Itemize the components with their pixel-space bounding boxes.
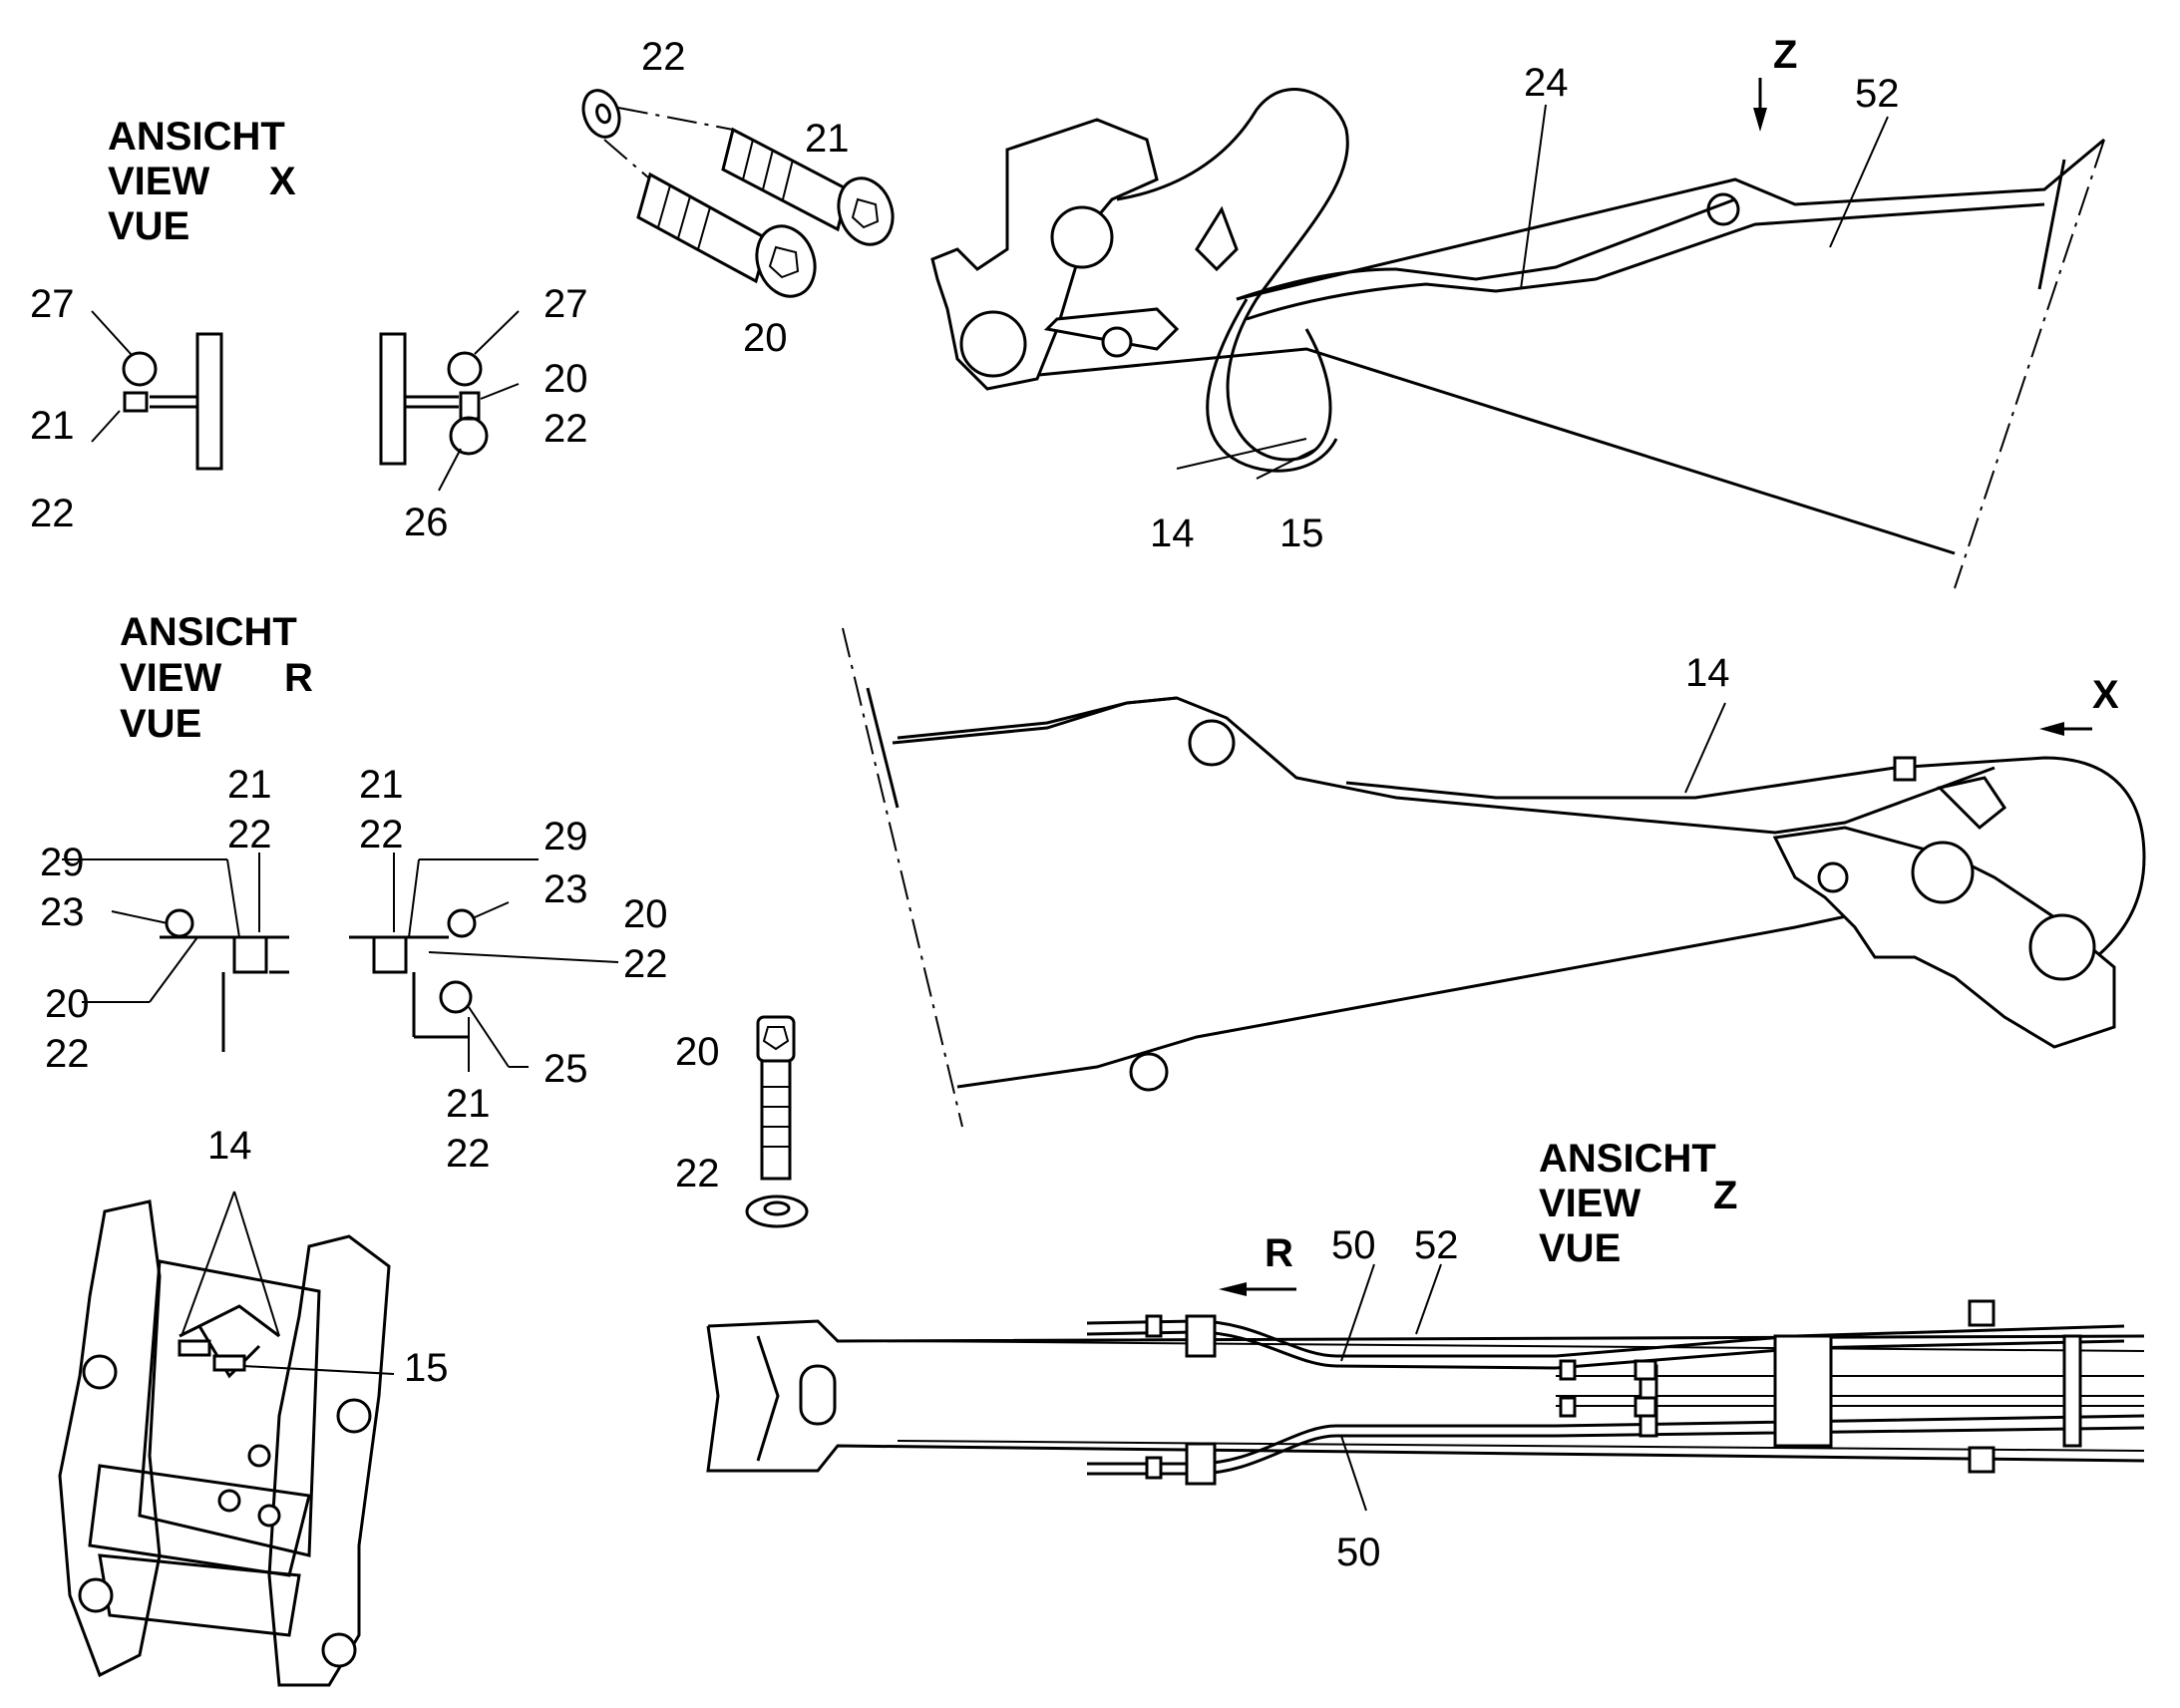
arrow-r: R (1219, 1231, 1296, 1296)
pin-icon (959, 310, 1027, 378)
view-z-line3: VUE (1539, 1226, 1621, 1270)
view-z-callout-50a: 50 (1331, 1223, 1376, 1267)
view-r-callout-22a: 22 (227, 813, 272, 856)
arrow-x: X (2039, 673, 2119, 736)
callout-52-top: 52 (1855, 72, 1900, 116)
pin-icon (1911, 841, 1975, 904)
view-r-callout-25: 25 (544, 1047, 588, 1091)
clamp-icon (439, 980, 473, 1014)
view-r-letter: R (284, 656, 313, 700)
callout-20-top: 20 (743, 316, 788, 360)
boom-middle-view (842, 627, 2146, 1128)
view-r-detail-left (62, 853, 289, 1052)
view-r-header: ANSICHT VIEW R VUE (120, 610, 313, 746)
arrow-z: Z (1753, 33, 1797, 132)
view-z-line1: ANSICHT (1539, 1137, 1716, 1181)
clamp-icon (165, 908, 194, 938)
view-x-callout-20: 20 (544, 357, 588, 401)
washer-and-bolts-top (581, 89, 895, 298)
bolt-callout-22: 22 (675, 1152, 720, 1196)
view-z-callout-52: 52 (1414, 1223, 1459, 1267)
callout-22-top: 22 (641, 35, 686, 79)
clamp-icon-upper (447, 351, 483, 387)
callout-15-top: 15 (1279, 512, 1324, 555)
bolt-callout-20: 20 (675, 1030, 720, 1074)
view-x-line3: VUE (108, 204, 189, 248)
view-r-callout-29a: 29 (40, 841, 85, 884)
view-x-callout-22a: 22 (30, 492, 75, 535)
view-x-callout-22b: 22 (544, 407, 588, 451)
view-r-line1: ANSICHT (120, 610, 297, 654)
view-x-callout-27b: 27 (544, 282, 588, 326)
view-r-callout-22b: 22 (45, 1032, 90, 1076)
callout-15-low: 15 (404, 1346, 449, 1390)
view-z-callout-50b: 50 (1336, 1531, 1381, 1574)
view-x-line2: VIEW (108, 160, 209, 203)
view-r-callout-21a: 21 (227, 763, 272, 807)
arrow-z-label: Z (1773, 33, 1797, 77)
view-x-line1: ANSICHT (108, 115, 285, 159)
view-r-detail-right (349, 853, 619, 1072)
view-x-letter: X (269, 160, 296, 203)
view-z-header: ANSICHT VIEW Z VUE (1539, 1137, 1737, 1270)
arrow-r-label: R (1265, 1231, 1293, 1275)
clamp-icon (447, 908, 477, 938)
callout-14-low: 14 (207, 1124, 252, 1168)
clamp-icon (122, 351, 158, 387)
view-r-callout-23a: 23 (40, 890, 85, 934)
bolt-and-washer (745, 1015, 809, 1228)
coupler-perspective (58, 1191, 395, 1687)
view-r-callout-21c: 21 (446, 1082, 491, 1126)
view-r-callout-21b: 21 (359, 763, 404, 807)
quick-coupler-mid (1772, 826, 2116, 1049)
view-x-callout-26: 26 (404, 501, 449, 544)
view-r-callout-20a: 20 (45, 982, 90, 1026)
pin-icon (1188, 719, 1236, 767)
callout-14-top: 14 (1150, 512, 1195, 555)
view-z-boom (706, 1299, 2145, 1486)
view-z-line2: VIEW (1539, 1182, 1640, 1225)
view-x-header: ANSICHT VIEW X VUE (108, 115, 296, 248)
clamp-icon-lower (449, 416, 489, 456)
view-x-callout-21: 21 (30, 404, 75, 448)
pin-icon (1129, 1052, 1169, 1092)
view-r-line2: VIEW (120, 656, 221, 700)
callout-24: 24 (1524, 61, 1569, 105)
callouts: 22 21 20 24 52 14 15 27 21 22 27 20 22 2… (30, 35, 1900, 1574)
view-r-callout-22d: 22 (623, 942, 668, 986)
view-x-callout-27a: 27 (30, 282, 75, 326)
callout-14-mid: 14 (1685, 651, 1730, 695)
view-r-callout-22c: 22 (359, 813, 404, 856)
leader-lines (1340, 104, 1889, 1512)
view-r-callout-22e: 22 (446, 1132, 491, 1176)
view-x-detail-left (91, 310, 223, 471)
view-r-callout-23b: 23 (544, 867, 588, 911)
pin-icon (1050, 205, 1114, 269)
callout-21-top: 21 (805, 117, 850, 161)
view-x-detail-right (379, 310, 520, 492)
view-z-letter: Z (1713, 1174, 1737, 1217)
upper-boom-assembly (930, 88, 2105, 589)
view-r-callout-29b: 29 (544, 815, 588, 858)
view-r-line3: VUE (120, 702, 201, 746)
pin-icon (2028, 913, 2096, 981)
arrow-x-label: X (2092, 673, 2119, 717)
view-r-callout-20b: 20 (623, 892, 668, 936)
